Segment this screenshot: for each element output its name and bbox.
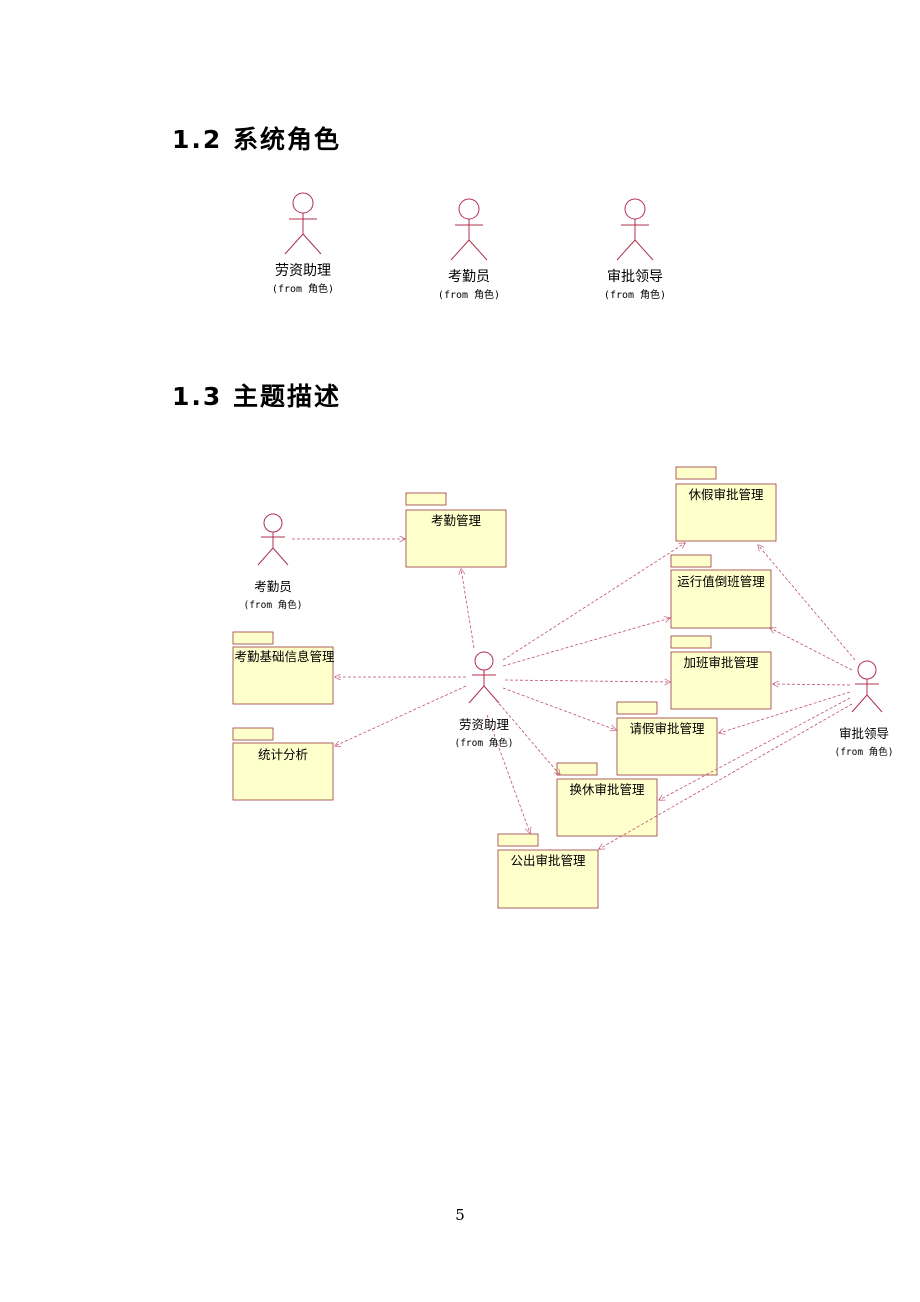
package-label: 考勤基础信息管理: [234, 649, 335, 664]
actor-name: 考勤员: [448, 269, 490, 285]
package-jiaban: [670, 635, 772, 710]
assoc-laozi-huanxiu: [495, 699, 560, 775]
package-yunxing: [670, 554, 772, 629]
actor-from-shenpi: (from 角色): [834, 747, 894, 758]
package-qingjia: [616, 701, 718, 776]
package-xiujia: [675, 466, 777, 542]
package-label: 运行值倒班管理: [677, 574, 765, 589]
assoc-laozi-qingjia: [502, 687, 616, 730]
stick-figure-icon: [468, 651, 500, 704]
actor-labor-assistant: 劳资助理 (from 角色): [243, 192, 363, 297]
assoc-laozi-xiujia: [502, 543, 685, 661]
stick-figure-icon: [616, 198, 654, 261]
assoc-shenpi-jiaban: [773, 684, 851, 685]
actor-from: (from 角色): [271, 284, 335, 295]
package-tongji: [232, 727, 334, 801]
stick-figure-icon: [284, 192, 322, 255]
actor-name-kaoqinyuan: 考勤员: [254, 579, 292, 594]
assoc-shenpi-yunxing: [770, 628, 853, 671]
actor-name-shenpi: 审批领导: [838, 726, 889, 741]
assoc-laozi-yunxing: [502, 618, 670, 667]
actor-name-laozi: 劳资助理: [458, 717, 509, 732]
package-kaoqin: [405, 492, 507, 568]
assoc-shenpi-gongchu: [599, 703, 853, 849]
package-label: 休假审批管理: [688, 487, 764, 502]
package-jichu: [232, 631, 334, 705]
actor-name: 审批领导: [607, 269, 663, 285]
package-label: 统计分析: [257, 747, 308, 762]
stick-figure-icon: [450, 198, 488, 261]
page-number: 5: [455, 1206, 465, 1224]
section-heading-topic: 1.3 主题描述: [172, 382, 341, 411]
actor-from-laozi: (from 角色): [454, 738, 514, 749]
package-gongchu: [497, 833, 599, 909]
assoc-shenpi-huanxiu: [659, 697, 851, 800]
assoc-shenpi-qingjia: [719, 691, 851, 733]
actor-from: (from 角色): [603, 290, 667, 301]
assoc-laozi-gongchu: [486, 714, 530, 833]
section-heading-roles: 1.2 系统角色: [172, 125, 341, 154]
package-label: 加班审批管理: [683, 655, 759, 670]
assoc-laozi-jiaban: [504, 680, 670, 682]
actor-name: 劳资助理: [275, 263, 331, 279]
assoc-laozi-kaoqin: [461, 569, 475, 649]
actor-attendance-clerk: 考勤员 (from 角色): [409, 198, 529, 303]
assoc-laozi-tongji: [335, 685, 467, 746]
assoc-shenpi-xiujia: [758, 545, 856, 661]
actor-from-kaoqinyuan: (from 角色): [243, 600, 303, 611]
package-label: 考勤管理: [430, 513, 481, 528]
stick-figure-icon: [257, 513, 289, 566]
package-label: 换休审批管理: [569, 782, 645, 797]
package-label: 公出审批管理: [510, 853, 586, 868]
package-label: 请假审批管理: [629, 721, 705, 736]
actor-from: (from 角色): [437, 290, 501, 301]
actor-approval-leader: 审批领导 (from 角色): [575, 198, 695, 303]
stick-figure-icon: [851, 660, 883, 713]
